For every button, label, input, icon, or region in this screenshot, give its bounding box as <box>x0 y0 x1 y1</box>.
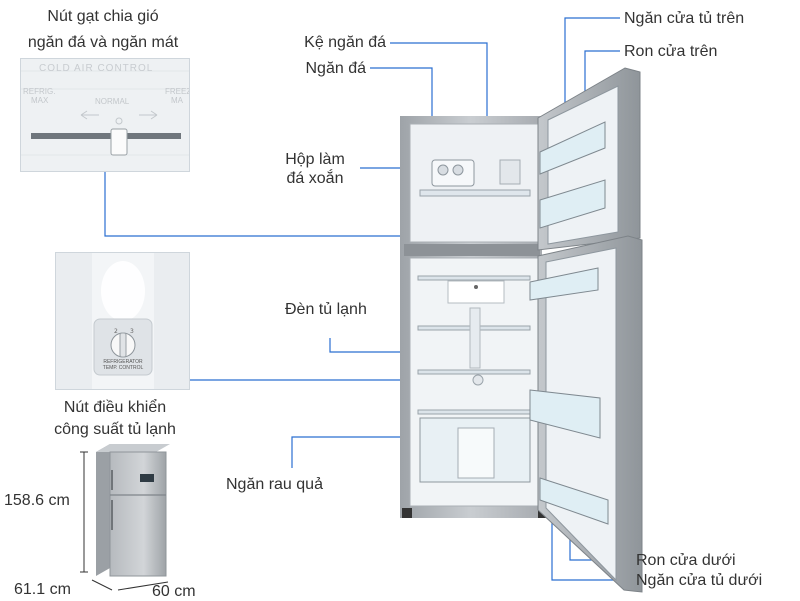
dimension-width: 60 cm <box>152 583 196 600</box>
knob-scale-3: 3 <box>130 328 134 335</box>
label-lower-door-shelf: Ngăn cửa tủ dưới <box>636 572 763 589</box>
slider-middle-text: NORMAL <box>95 97 130 106</box>
label-knob: Nút điều khiển công suất tủ lạnh <box>20 398 210 439</box>
small-fridge-top <box>96 444 170 452</box>
label-ice-maker-line1: Hộp làm <box>285 151 345 168</box>
slider-left-text: REFRIG. MAX <box>23 87 55 105</box>
label-ice-maker: Hộp làm đá xoắn <box>270 150 360 188</box>
slider-right-line2: MA <box>171 96 183 105</box>
label-upper-gasket: Ron cửa trên <box>624 43 718 60</box>
freezer-shelf <box>419 189 531 197</box>
knob-scale-2: 2 <box>114 328 118 335</box>
knob-caption-line1: REFRIGERATOR <box>103 359 143 365</box>
label-ice-shelf: Kệ ngăn đá <box>304 34 386 51</box>
label-knob-line1: Nút điều khiển <box>63 399 167 416</box>
dimension-height: 158.6 cm <box>4 492 70 509</box>
knob-caption-line2: TEMP. CONTROL <box>102 365 144 371</box>
slider-left-line2: MAX <box>31 96 49 105</box>
leader-crisper <box>291 436 430 468</box>
label-knob-line2: công suất tủ lạnh <box>54 421 176 438</box>
label-light: Đèn tủ lạnh <box>285 301 367 318</box>
dimension-depth: 61.1 cm <box>14 581 71 598</box>
knob-inset: 2 3 REFRIGERATOR TEMP. CONTROL <box>55 252 190 390</box>
slider-inset-art <box>21 59 189 171</box>
label-slider: Nút gạt chia gió ngăn đá và ngăn mát <box>8 7 198 52</box>
knob-inset-art: 2 3 <box>56 253 189 389</box>
slider-left-line1: REFRIG. <box>23 87 56 96</box>
small-fridge-side <box>96 444 110 576</box>
slider-right-text: FREEZ MA <box>165 87 190 105</box>
small-fridge-front <box>109 451 167 577</box>
leader-slider <box>104 170 478 237</box>
slider-inset: COLD AIR CONTROL REFRIG. MAX NORMAL FREE… <box>20 58 190 172</box>
label-lower-gasket: Ron cửa dưới <box>636 552 736 569</box>
slider-right-line1: FREEZ <box>165 87 190 96</box>
slider-header-text: COLD AIR CONTROL <box>39 63 154 74</box>
label-upper-door-shelf: Ngăn cửa tủ trên <box>624 10 745 27</box>
label-crisper: Ngăn rau quả <box>226 476 323 493</box>
knob-caption: REFRIGERATOR TEMP. CONTROL <box>94 359 152 371</box>
label-ice-maker-line2: đá xoắn <box>286 170 344 187</box>
label-slider-line1: Nút gạt chia gió <box>47 8 159 25</box>
label-freezer: Ngăn đá <box>305 60 367 77</box>
label-slider-line2: ngăn đá và ngăn mát <box>27 34 179 51</box>
